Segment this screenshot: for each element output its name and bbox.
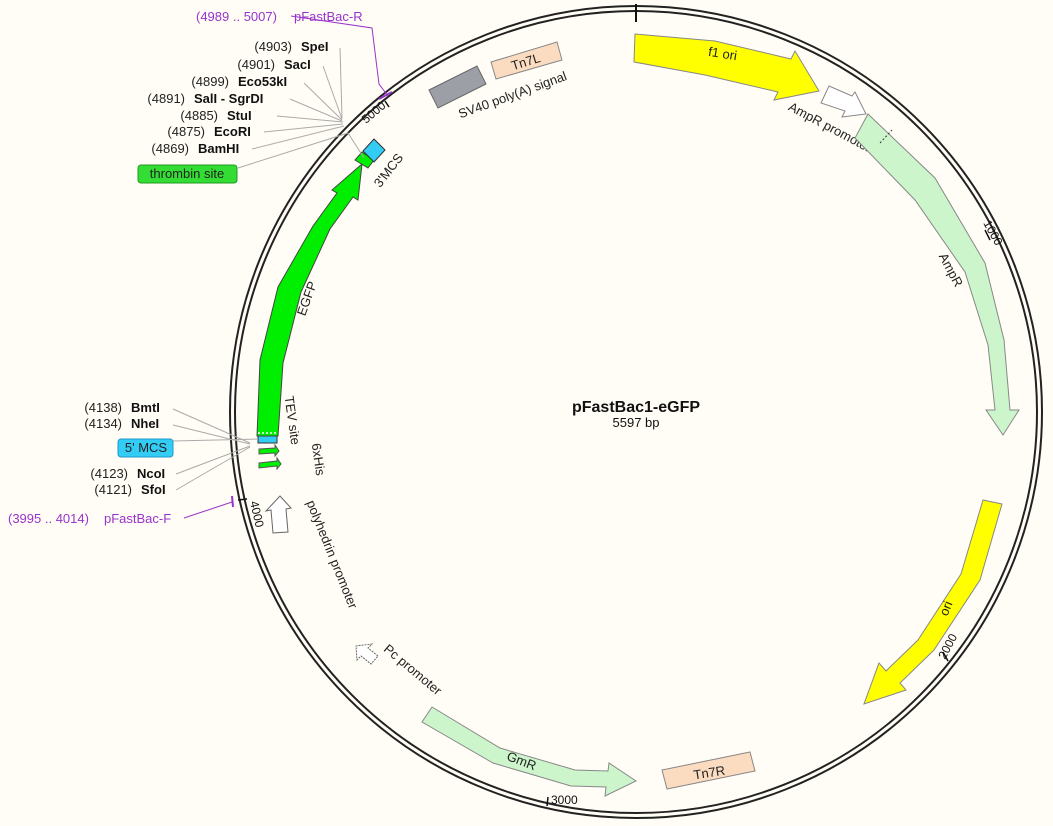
pc-promoter-arrow [355,643,379,665]
mcs5-badge [117,438,174,458]
ampr-arrow [854,113,1020,436]
site-position: (4869) [151,141,189,156]
thrombin-leader [237,132,365,169]
egfp-arrow [256,162,363,437]
tev-site-arrow [258,443,280,458]
site-position: (4875) [167,124,205,139]
restriction-sites-bottom: (4138) BmtI (4134) NheI 5' MCS (4123) Nc… [84,400,259,497]
tick-label-3000: 3000 [551,793,578,807]
site-position: (4899) [191,74,229,89]
ori-label: ori [936,599,955,618]
site-name-ecori[interactable]: EcoRI [214,124,251,139]
site-leader [175,446,251,491]
tn7l-box [490,41,563,80]
site-name-sfoi[interactable]: SfoI [141,482,166,497]
ori-arrow [863,499,1003,705]
site-position: (4903) [254,39,292,54]
site-position: (4891) [147,91,185,106]
site-position: (4885) [180,108,218,123]
primer-forward-range[interactable]: (3995 .. 4014) [8,511,89,526]
tick-mark-4000 [237,498,248,501]
restriction-sites-top: (4903) SpeI (4901) SacI (4899) Eco53kI (… [137,39,365,184]
site-name-nhei[interactable]: NheI [131,416,159,431]
primer-forward-leader [183,501,233,519]
primer-reverse-leader [290,15,389,97]
primer-reverse-mark [378,91,393,100]
site-name-sali-sgrdi[interactable]: SalI - SgrDI [194,91,263,106]
site-position: (4901) [237,57,275,72]
tn7r-box [661,751,756,790]
site-position: (4134) [84,416,122,431]
site-name-stui[interactable]: StuI [227,108,252,123]
primer-reverse-name[interactable]: pFastBac-R [294,9,363,24]
tick-mark-1000 [984,229,991,241]
tick-mark-2000 [942,651,949,662]
site-leader [276,115,344,123]
site-name-bamhi[interactable]: BamHI [198,141,239,156]
site-leader [322,65,343,120]
primer-forward-mark [231,495,234,508]
site-name-eco53ki[interactable]: Eco53kI [238,74,287,89]
ampr-junction-mark [879,129,893,144]
tick-label-4000: 4000 [247,500,267,529]
site-leader [251,125,345,150]
site-name-spei[interactable]: SpeI [301,39,328,54]
mcs3-box [362,138,386,163]
tn7r-label: Tn7R [692,763,726,783]
thrombin-site-badge-label: thrombin site [150,166,224,181]
site-name-saci[interactable]: SacI [284,57,311,72]
f1-ori-label: f1 ori [707,44,738,63]
plasmid-length: 5597 bp [613,415,660,430]
primer-forward-name[interactable]: pFastBac-F [104,511,171,526]
site-position: (4123) [90,466,128,481]
sv40-box [428,65,487,109]
site-leader [339,47,343,119]
plasmid-name: pFastBac1-eGFP [572,399,700,416]
f1-ori-arrow [633,33,820,101]
site-position: (4121) [94,482,132,497]
site-leader [303,82,343,121]
tick-mark-5000 [384,100,390,108]
site-position: (4138) [84,400,122,415]
polyhedrin-promoter-arrow [264,495,292,534]
tev-site-label: TEV site [282,395,304,446]
mcs5-box [257,435,278,444]
site-leader [172,424,251,445]
site-name-ncoi[interactable]: NcoI [137,466,165,481]
site-leader [289,98,343,122]
tick-mark-3000 [546,796,549,807]
his-tag-label: 6xHis [309,442,328,477]
gmr-arrow [421,706,638,797]
his-tag-arrow [258,456,282,471]
site-leader [172,408,251,444]
site-name-bmti[interactable]: BmtI [131,400,160,415]
primer-reverse-range[interactable]: (4989 .. 5007) [196,9,277,24]
mcs5-leader [172,438,259,442]
site-leader [175,445,251,475]
ampr-promoter-arrow [820,85,867,118]
thrombin-site-badge [137,164,238,184]
mcs5-badge-label: 5' MCS [125,440,168,455]
site-leader [263,123,344,133]
